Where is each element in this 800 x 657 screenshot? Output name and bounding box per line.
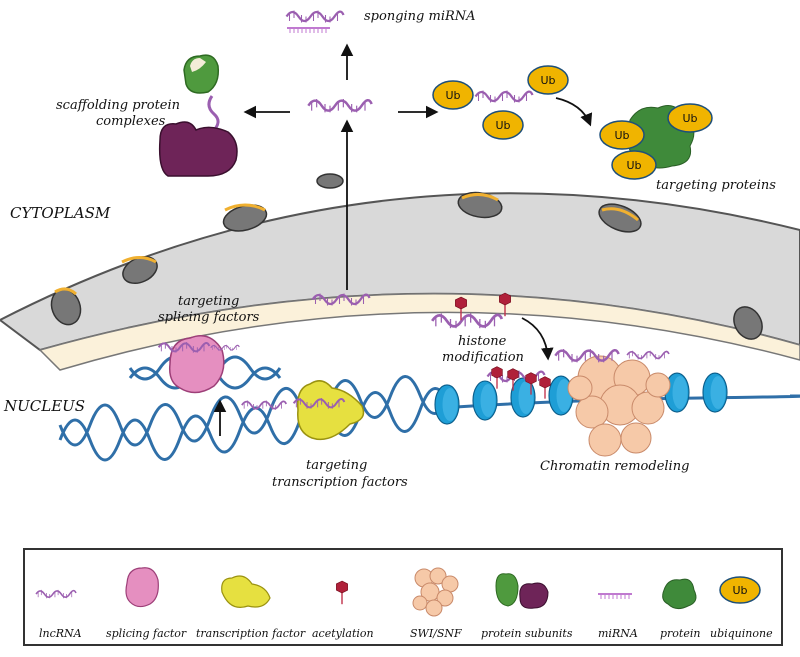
ub-label: Ub	[445, 89, 460, 102]
swi-snf-complex	[567, 355, 671, 457]
legend	[23, 548, 783, 646]
legend-label-lncrna: lncRNA	[39, 627, 82, 640]
transcription-factor	[297, 380, 365, 441]
ub-label: Ub	[732, 584, 747, 597]
nucleus-label: NUCLEUS	[4, 397, 86, 415]
legend-label-swi-snf: SWI/SNF	[410, 627, 462, 640]
nuclear-envelope	[0, 173, 800, 371]
sponging-mirna-label: sponging miRNA	[364, 9, 476, 24]
chromatin-remodeling-label: Chromatin remodeling	[540, 459, 690, 474]
scaffolding-complex	[158, 54, 238, 177]
ub-label: Ub	[626, 159, 641, 172]
ub-label: Ub	[495, 119, 510, 132]
histone-label-line1: histone	[458, 334, 507, 349]
cytoplasm-label: CYTOPLASM	[10, 204, 111, 222]
legend-label-transcription-factor: transcription factor	[196, 627, 306, 640]
ubiquinone-icon	[719, 576, 761, 604]
histone-label-line2: modification	[442, 350, 524, 365]
legend-label-protein: protein	[660, 627, 701, 640]
mirna-icon	[598, 593, 632, 599]
transcription-label-line1: targeting	[306, 458, 368, 473]
legend-label-mirna: miRNA	[598, 627, 638, 640]
legend-label-protein-subunits: protein subunits	[481, 627, 573, 640]
splicing-label-line2: splicing factors	[158, 310, 260, 325]
ub-label: Ub	[682, 112, 697, 125]
splicing-label-line1: targeting	[178, 294, 240, 309]
mirna-strand	[287, 27, 330, 33]
legend-label-acetylation: acetylation	[312, 627, 374, 640]
ub-label: Ub	[540, 74, 555, 87]
legend-icons: Ub	[35, 567, 761, 617]
legend-label-splicing-factor: splicing factor	[106, 627, 187, 640]
protein-subunits-icon	[495, 573, 549, 609]
arrows	[213, 43, 593, 436]
splicing-factor	[168, 335, 225, 394]
targeting-proteins-label: targeting proteins	[656, 178, 776, 193]
ub-group-top: Ub Ub Ub	[432, 65, 569, 140]
transcription-label-line2: transcription factors	[272, 475, 408, 490]
ub-label: Ub	[614, 129, 629, 142]
scaffolding-label-line1: scaffolding protein	[56, 98, 181, 113]
legend-label-ubiquinone: ubiquinone	[710, 627, 773, 640]
splicing-factor-icon	[125, 567, 159, 608]
ub-protein-complex: Ub Ub Ub	[599, 103, 713, 180]
scaffolding-label-line2: complexes	[96, 114, 166, 129]
protein-icon	[662, 578, 697, 610]
swi-snf-icon	[412, 567, 459, 617]
transcription-factor-icon	[221, 575, 271, 608]
